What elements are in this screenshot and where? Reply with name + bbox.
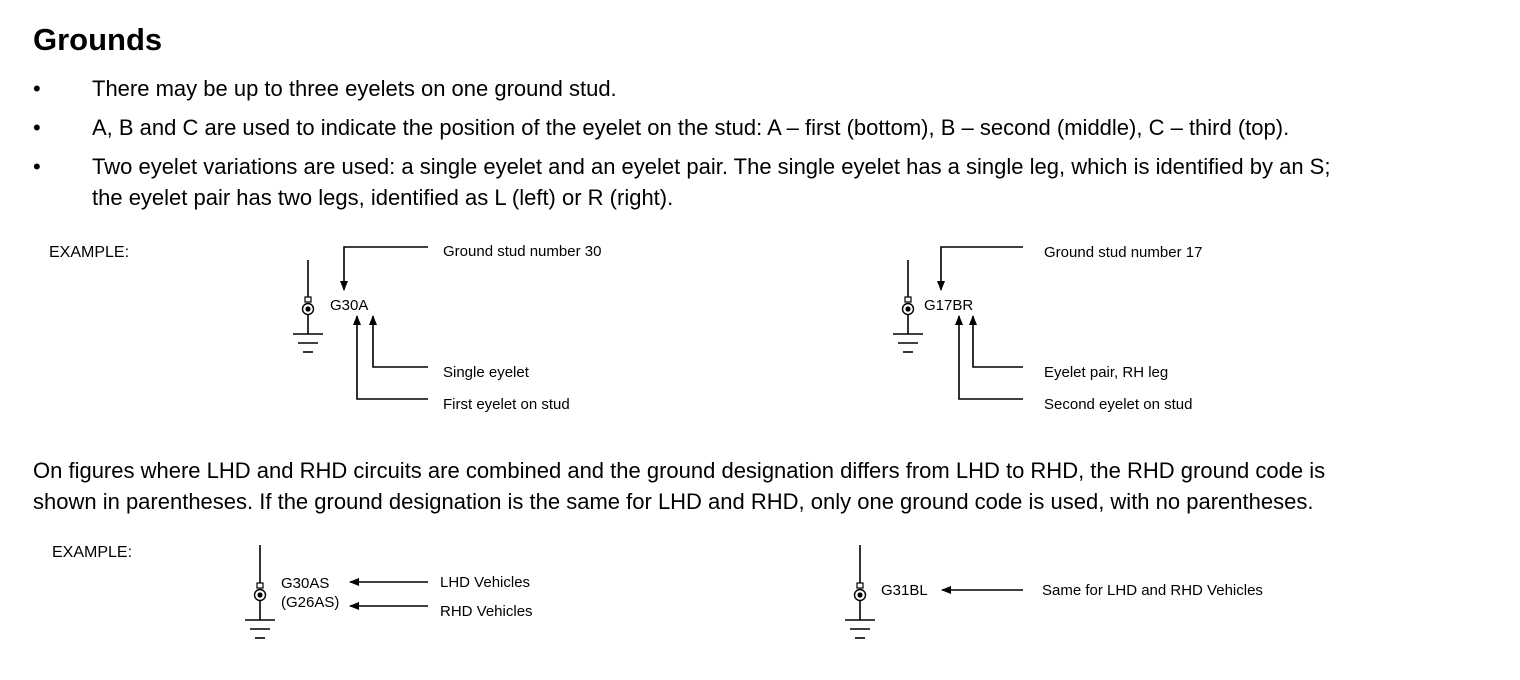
ground-code: G31BL [881,582,928,599]
bullet-item: • A, B and C are used to indicate the po… [33,112,1493,143]
bullet-marker: • [33,115,41,140]
callout-arrow [340,246,428,291]
example-label: EXAMPLE: [52,544,133,561]
ground-symbol-icon [245,545,275,639]
ground-diagram-g30a: G30A Ground stud number 30 Single eyelet… [293,243,601,413]
callout-arrow [369,315,428,368]
callout-arrow [353,315,428,400]
lhd-ground-code: G30AS [281,575,329,592]
callout-arrow [937,246,1023,291]
callout-label: Single eyelet [443,364,530,381]
page-title: Grounds [33,22,163,57]
bullet-item: • Two eyelet variations are used: a sing… [33,151,1493,213]
rhd-ground-code: (G26AS) [281,594,339,611]
ground-diagram-g30as: G30AS (G26AS) LHD Vehicles RHD Vehicles [245,545,533,639]
callout-label: Eyelet pair, RH leg [1044,364,1168,381]
bullet-text: Two eyelet variations are used: a single… [92,154,1331,210]
callout-label: Ground stud number 17 [1044,244,1202,261]
callout-label: Same for LHD and RHD Vehicles [1042,582,1263,599]
callout-label: RHD Vehicles [440,603,533,620]
ground-symbol-icon [293,260,323,353]
ground-symbol-icon [845,545,875,639]
bullet-text: There may be up to three eyelets on one … [92,76,617,101]
example-label: EXAMPLE: [49,244,130,261]
callout-label: First eyelet on stud [443,396,570,413]
ground-code: G30A [330,297,368,314]
body-paragraph: On figures where LHD and RHD circuits ar… [33,458,1326,514]
callout-label: Ground stud number 30 [443,243,601,260]
bullet-marker: • [33,76,41,101]
ground-diagram-g17br: G17BR Ground stud number 17 Eyelet pair,… [893,244,1202,413]
callout-label: LHD Vehicles [440,574,530,591]
ground-diagram-g31bl: G31BL Same for LHD and RHD Vehicles [845,545,1263,639]
bullet-text: A, B and C are used to indicate the posi… [92,115,1290,140]
bullet-item: • There may be up to three eyelets on on… [33,73,1493,104]
callout-label: Second eyelet on stud [1044,396,1192,413]
callout-arrow [955,315,1023,400]
ground-code: G17BR [924,297,973,314]
ground-symbol-icon [893,260,923,353]
callout-arrow [969,315,1023,368]
bullet-marker: • [33,154,41,179]
